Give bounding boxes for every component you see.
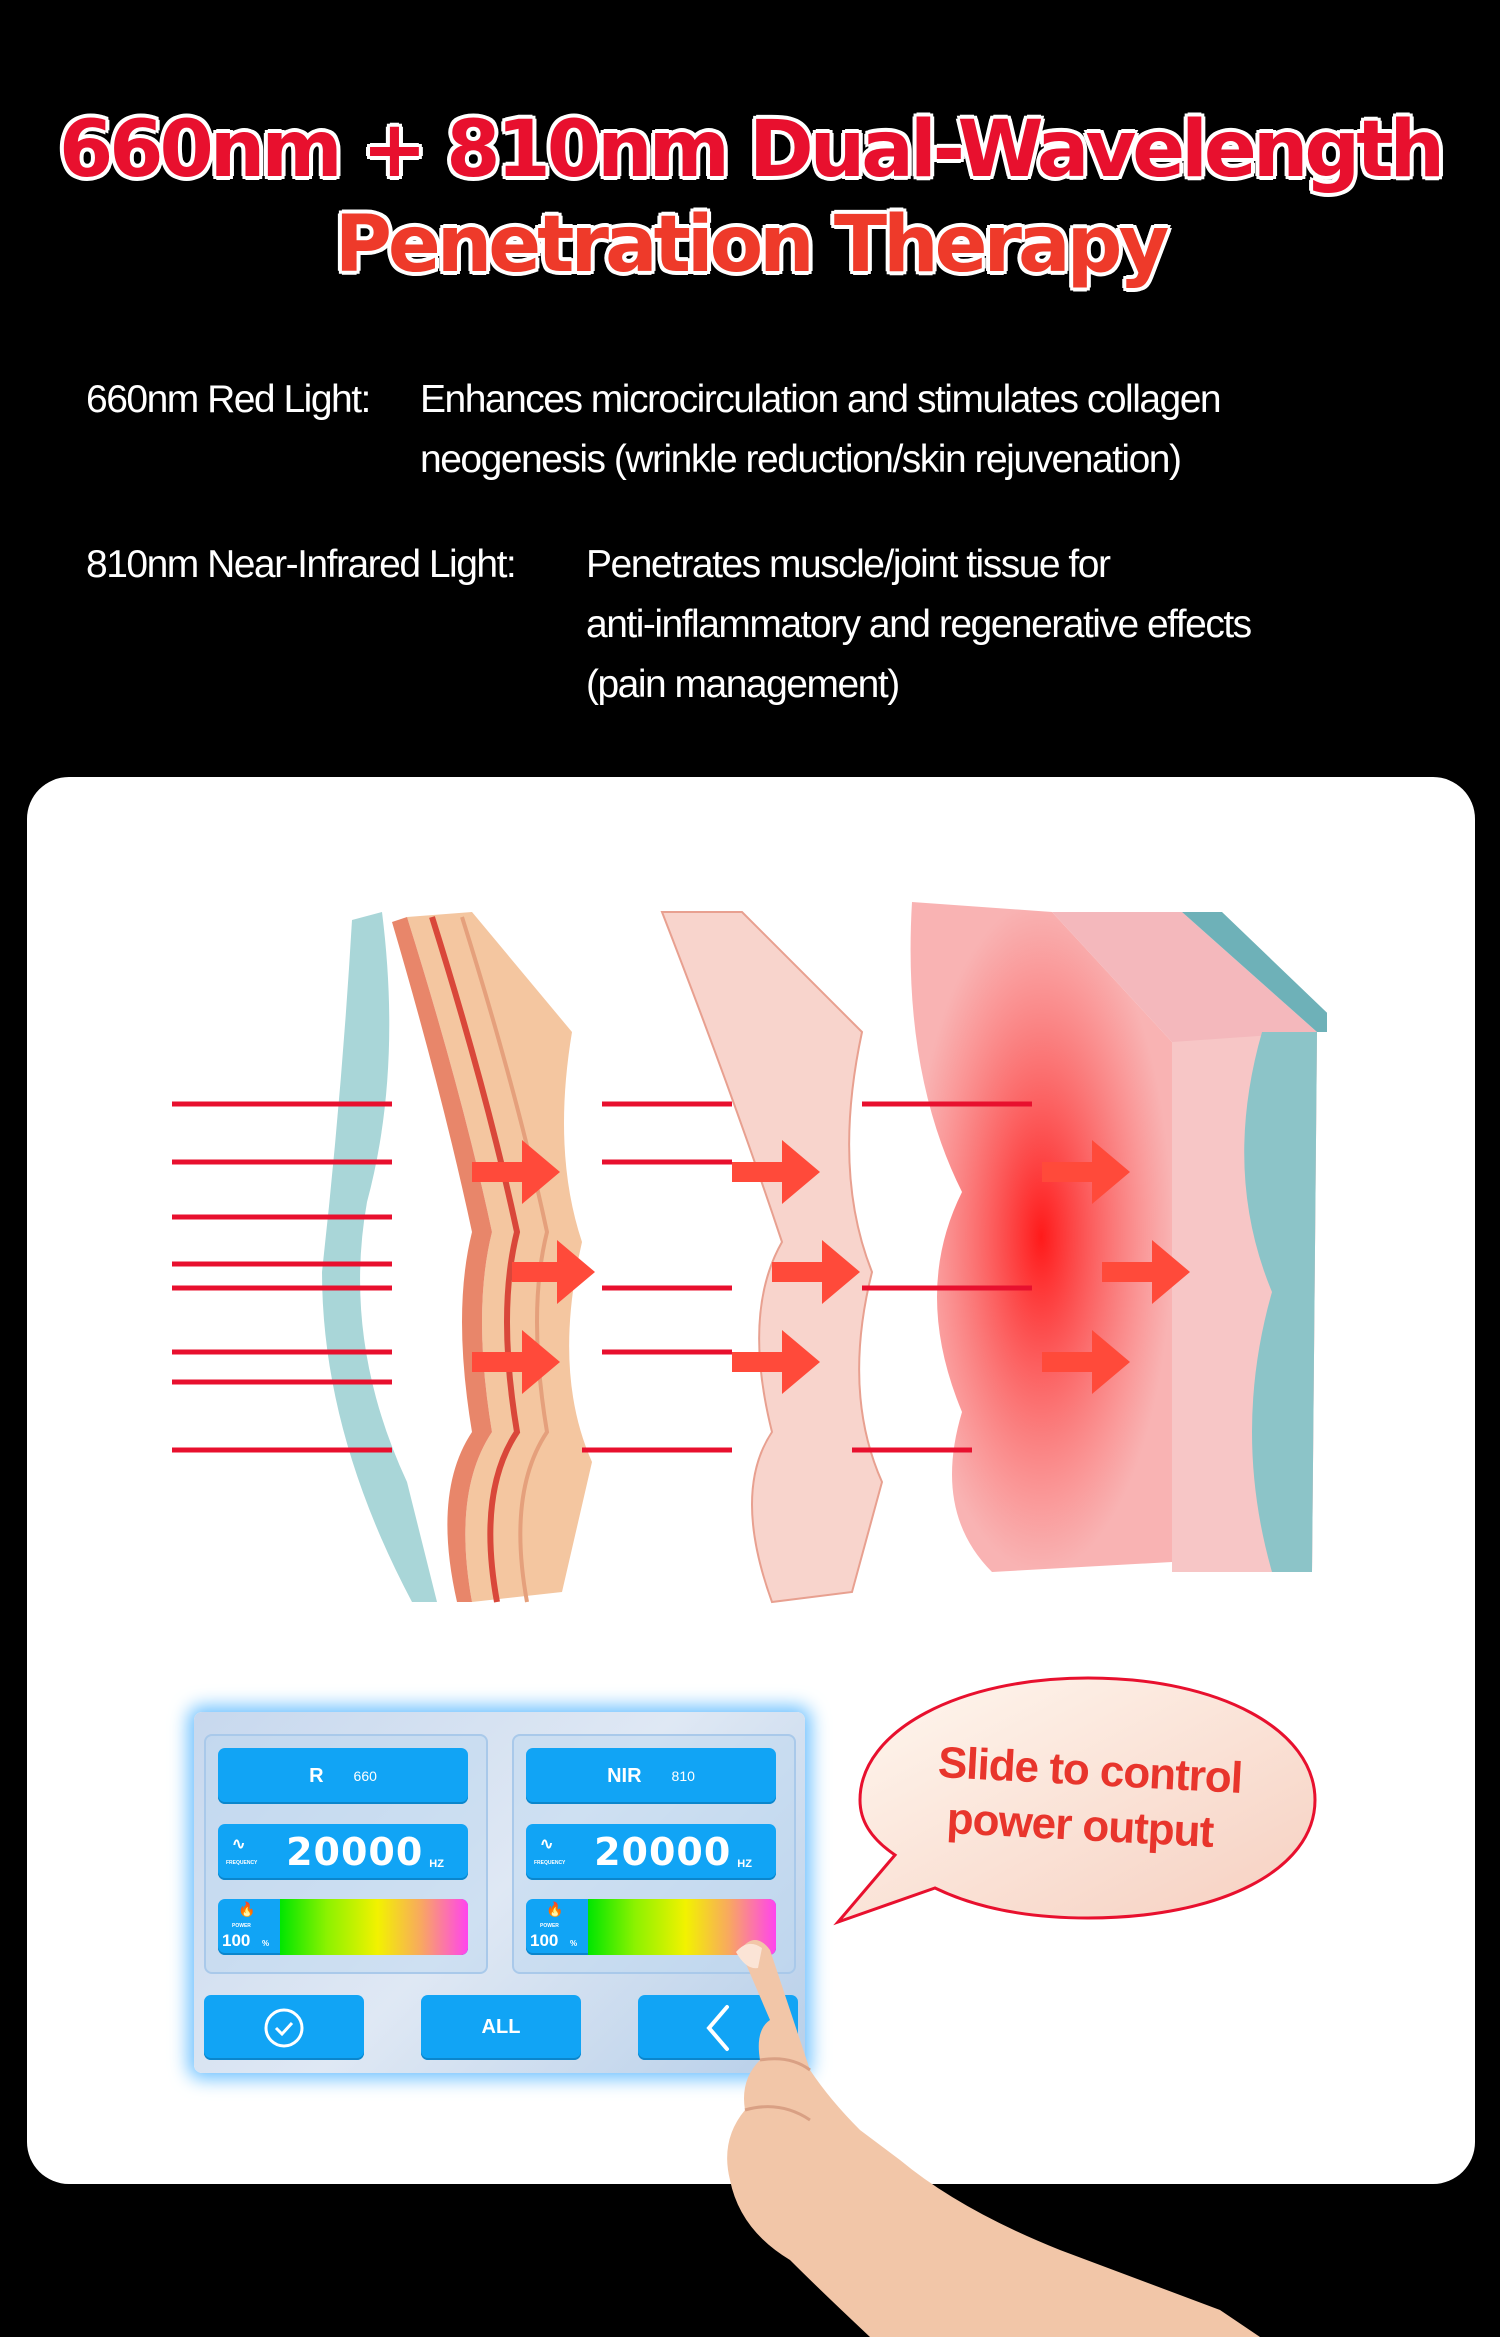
channel-r-group: R 660 FREQUENCY ∿ 20000 HZ 🔥 POWER 100 % [204,1734,488,1974]
pulse-icon: ∿ [232,1836,246,1853]
dermis-layers-orange [392,912,592,1603]
power-slider-r[interactable]: 🔥 POWER 100 % [218,1899,468,1955]
nir-light-desc-1: Penetrates muscle/joint tissue for [586,543,1111,586]
channel-name: R [309,1764,324,1787]
flame-icon: 🔥 [546,1901,564,1917]
frequency-label: FREQUENCY [534,1860,566,1866]
channel-nir-group: NIR 810 FREQUENCY ∿ 20000 HZ 🔥 POWER 100… [512,1734,796,1974]
channel-nir-button[interactable]: NIR 810 [526,1748,776,1804]
power-label: POWER [232,1923,251,1929]
nir-light-desc-3: (pain management) [586,663,900,706]
epidermis-layer-blue [322,912,437,1602]
power-unit: % [262,1939,270,1948]
pointing-hand [727,1940,1260,2337]
penetration-arrows [472,1140,1190,1394]
title-line-2: Penetration Therapy [334,200,1170,290]
laser-beams [172,1101,1032,1453]
frequency-display-r[interactable]: FREQUENCY ∿ 20000 HZ [218,1824,468,1880]
check-circle-icon [264,2008,304,2047]
channel-r-button[interactable]: R 660 [218,1748,468,1804]
red-light-desc-1: Enhances microcirculation and stimulates… [420,378,1222,421]
deep-tissue-block [910,902,1327,1572]
speech-bubble [833,1676,1317,1926]
nir-light-label: 810nm Near-Infrared Light: [86,543,517,586]
frequency-display-nir[interactable]: FREQUENCY ∿ 20000 HZ [526,1824,776,1880]
power-value: 100 [530,1931,559,1950]
frequency-unit: HZ [737,1858,752,1870]
channel-wavelength: 810 [671,1768,695,1784]
pulse-icon: ∿ [540,1836,554,1853]
flame-icon: 🔥 [238,1901,256,1917]
skin-penetration-illustration [172,902,1327,1604]
channel-name: NIR [607,1764,642,1787]
power-slider-nir[interactable]: 🔥 POWER 100 % [526,1899,776,1955]
confirm-button[interactable] [204,1995,364,2060]
red-light-label: 660nm Red Light: [86,378,371,421]
title-line-1: 660nm + 810nm Dual-Wavelength [58,105,1445,195]
nir-light-desc-2: anti-inflammatory and regenerative effec… [586,603,1252,646]
power-unit: % [570,1939,578,1948]
frequency-value: 20000 [594,1830,732,1874]
red-light-desc-2: neogenesis (wrinkle reduction/skin rejuv… [420,438,1182,481]
chevron-left-icon [706,2004,729,2051]
all-button[interactable]: ALL [421,1995,581,2060]
control-panel: R 660 FREQUENCY ∿ 20000 HZ 🔥 POWER 100 %… [194,1712,805,2073]
frequency-label: FREQUENCY [226,1860,258,1866]
frequency-value: 20000 [286,1830,424,1874]
power-label: POWER [540,1923,559,1929]
muscle-grid-layer [660,911,884,1604]
power-gradient-bar[interactable] [280,1899,468,1955]
frequency-unit: HZ [429,1858,444,1870]
power-value: 100 [222,1931,251,1950]
channel-wavelength: 660 [353,1768,377,1784]
